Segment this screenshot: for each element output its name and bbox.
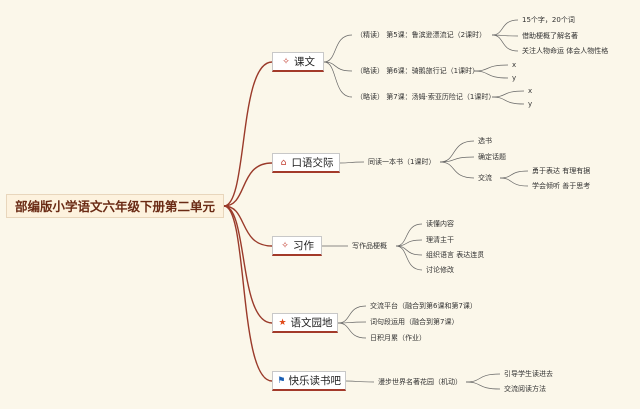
subtopic[interactable]: 读懂内容 (426, 220, 454, 228)
subtopic[interactable]: 交流阅读方法 (504, 385, 546, 393)
flag-icon: ⚑ (277, 375, 286, 386)
topic-lesson-7[interactable]: （略读） 第7课：汤姆·索亚历险记（1课时） (356, 93, 496, 101)
branch-kouyu[interactable]: ⌂ 口语交际 (272, 153, 340, 173)
subtopic[interactable]: 15个字，20个词 (522, 16, 575, 24)
connector-line (491, 34, 519, 52)
branch-label: 习作 (293, 239, 314, 252)
connector-line (465, 373, 501, 383)
topic-exchange-platform[interactable]: 交流平台（融合到第6课和第7课） (370, 302, 477, 310)
branch-xizuo[interactable]: ✧ 习作 (272, 236, 322, 256)
connector-line (223, 162, 273, 207)
connector-line (337, 322, 367, 339)
connector-line (491, 90, 525, 98)
connector-line (339, 161, 365, 164)
root-topic[interactable]: 部编版小学语文六年级下册第二单元 (6, 194, 224, 218)
connector-line (223, 205, 273, 324)
topic-lesson-6[interactable]: （略读） 第6课：骑鹅旅行记（1课时） (356, 67, 480, 75)
subtopic[interactable]: y (528, 100, 533, 108)
connector-line (395, 223, 423, 247)
home-icon: ⌂ (280, 157, 287, 168)
subtopic[interactable]: 勇于表达 有理有据 (532, 167, 591, 175)
branch-yuwen-yuandi[interactable]: ★ 语文园地 (272, 313, 338, 333)
topic-summary-writing[interactable]: 写作品梗概 (352, 242, 387, 250)
star-icon: ★ (278, 317, 287, 328)
subtopic[interactable]: 理清主干 (426, 236, 454, 244)
topic-read-same-book[interactable]: 同读一本书（1课时） (368, 158, 436, 166)
connector-line (323, 61, 353, 98)
connector-line (439, 140, 475, 163)
branch-kuaile-dushu[interactable]: ⚑ 快乐读书吧 (272, 371, 346, 391)
topic-classics-garden[interactable]: 漫步世界名著花园（机动） (378, 378, 462, 386)
connector-line (223, 205, 273, 247)
subtopic[interactable]: x (528, 87, 533, 95)
topic-daily-accumulation[interactable]: 日积月累（作业） (370, 334, 426, 342)
branch-kewen[interactable]: ✧ 课文 (272, 52, 324, 72)
connector-line (323, 34, 353, 63)
subtopic[interactable]: 交流 (478, 174, 492, 182)
subtopic[interactable]: 确定话题 (478, 153, 506, 161)
connector-line (395, 239, 423, 247)
connector-line (395, 245, 423, 271)
connector-line (439, 161, 475, 179)
subtopic[interactable]: 学会倾听 善于思考 (532, 182, 591, 190)
subtopic[interactable]: x (512, 61, 517, 69)
subtopic[interactable]: 引导学生读进去 (504, 370, 553, 378)
connector-line (337, 305, 367, 324)
branch-label: 课文 (294, 55, 315, 68)
topic-lesson-5[interactable]: （精读） 第5课：鲁滨逊漂流记（2课时） (356, 31, 487, 39)
subtopic[interactable]: 借助梗概了解名著 (522, 32, 578, 40)
connector-line (491, 19, 519, 36)
wand-icon: ✧ (282, 56, 290, 67)
connector-line (439, 156, 475, 163)
topic-word-usage[interactable]: 词句段运用（融合到第7课） (370, 318, 459, 326)
connector-line (499, 170, 529, 179)
subtopic[interactable]: 讨论修改 (426, 266, 454, 274)
connector-line (499, 177, 529, 187)
branch-label: 快乐读书吧 (288, 374, 342, 387)
subtopic[interactable]: 组织语言 表达连贯 (426, 251, 485, 259)
connector-line (395, 245, 423, 256)
connector-line (345, 380, 375, 383)
subtopic[interactable]: 关注人物命运 体会人物性格 (522, 47, 609, 55)
connector-line (473, 70, 509, 79)
branch-label: 口语交际 (291, 156, 334, 169)
subtopic[interactable]: y (512, 74, 517, 82)
connector-line (223, 61, 273, 207)
subtopic[interactable]: 选书 (478, 137, 492, 145)
connector-line (491, 96, 525, 105)
connector-line (223, 205, 273, 382)
connector-line (465, 381, 501, 390)
branch-label: 语文园地 (290, 316, 333, 329)
wand-icon: ✧ (281, 240, 289, 251)
